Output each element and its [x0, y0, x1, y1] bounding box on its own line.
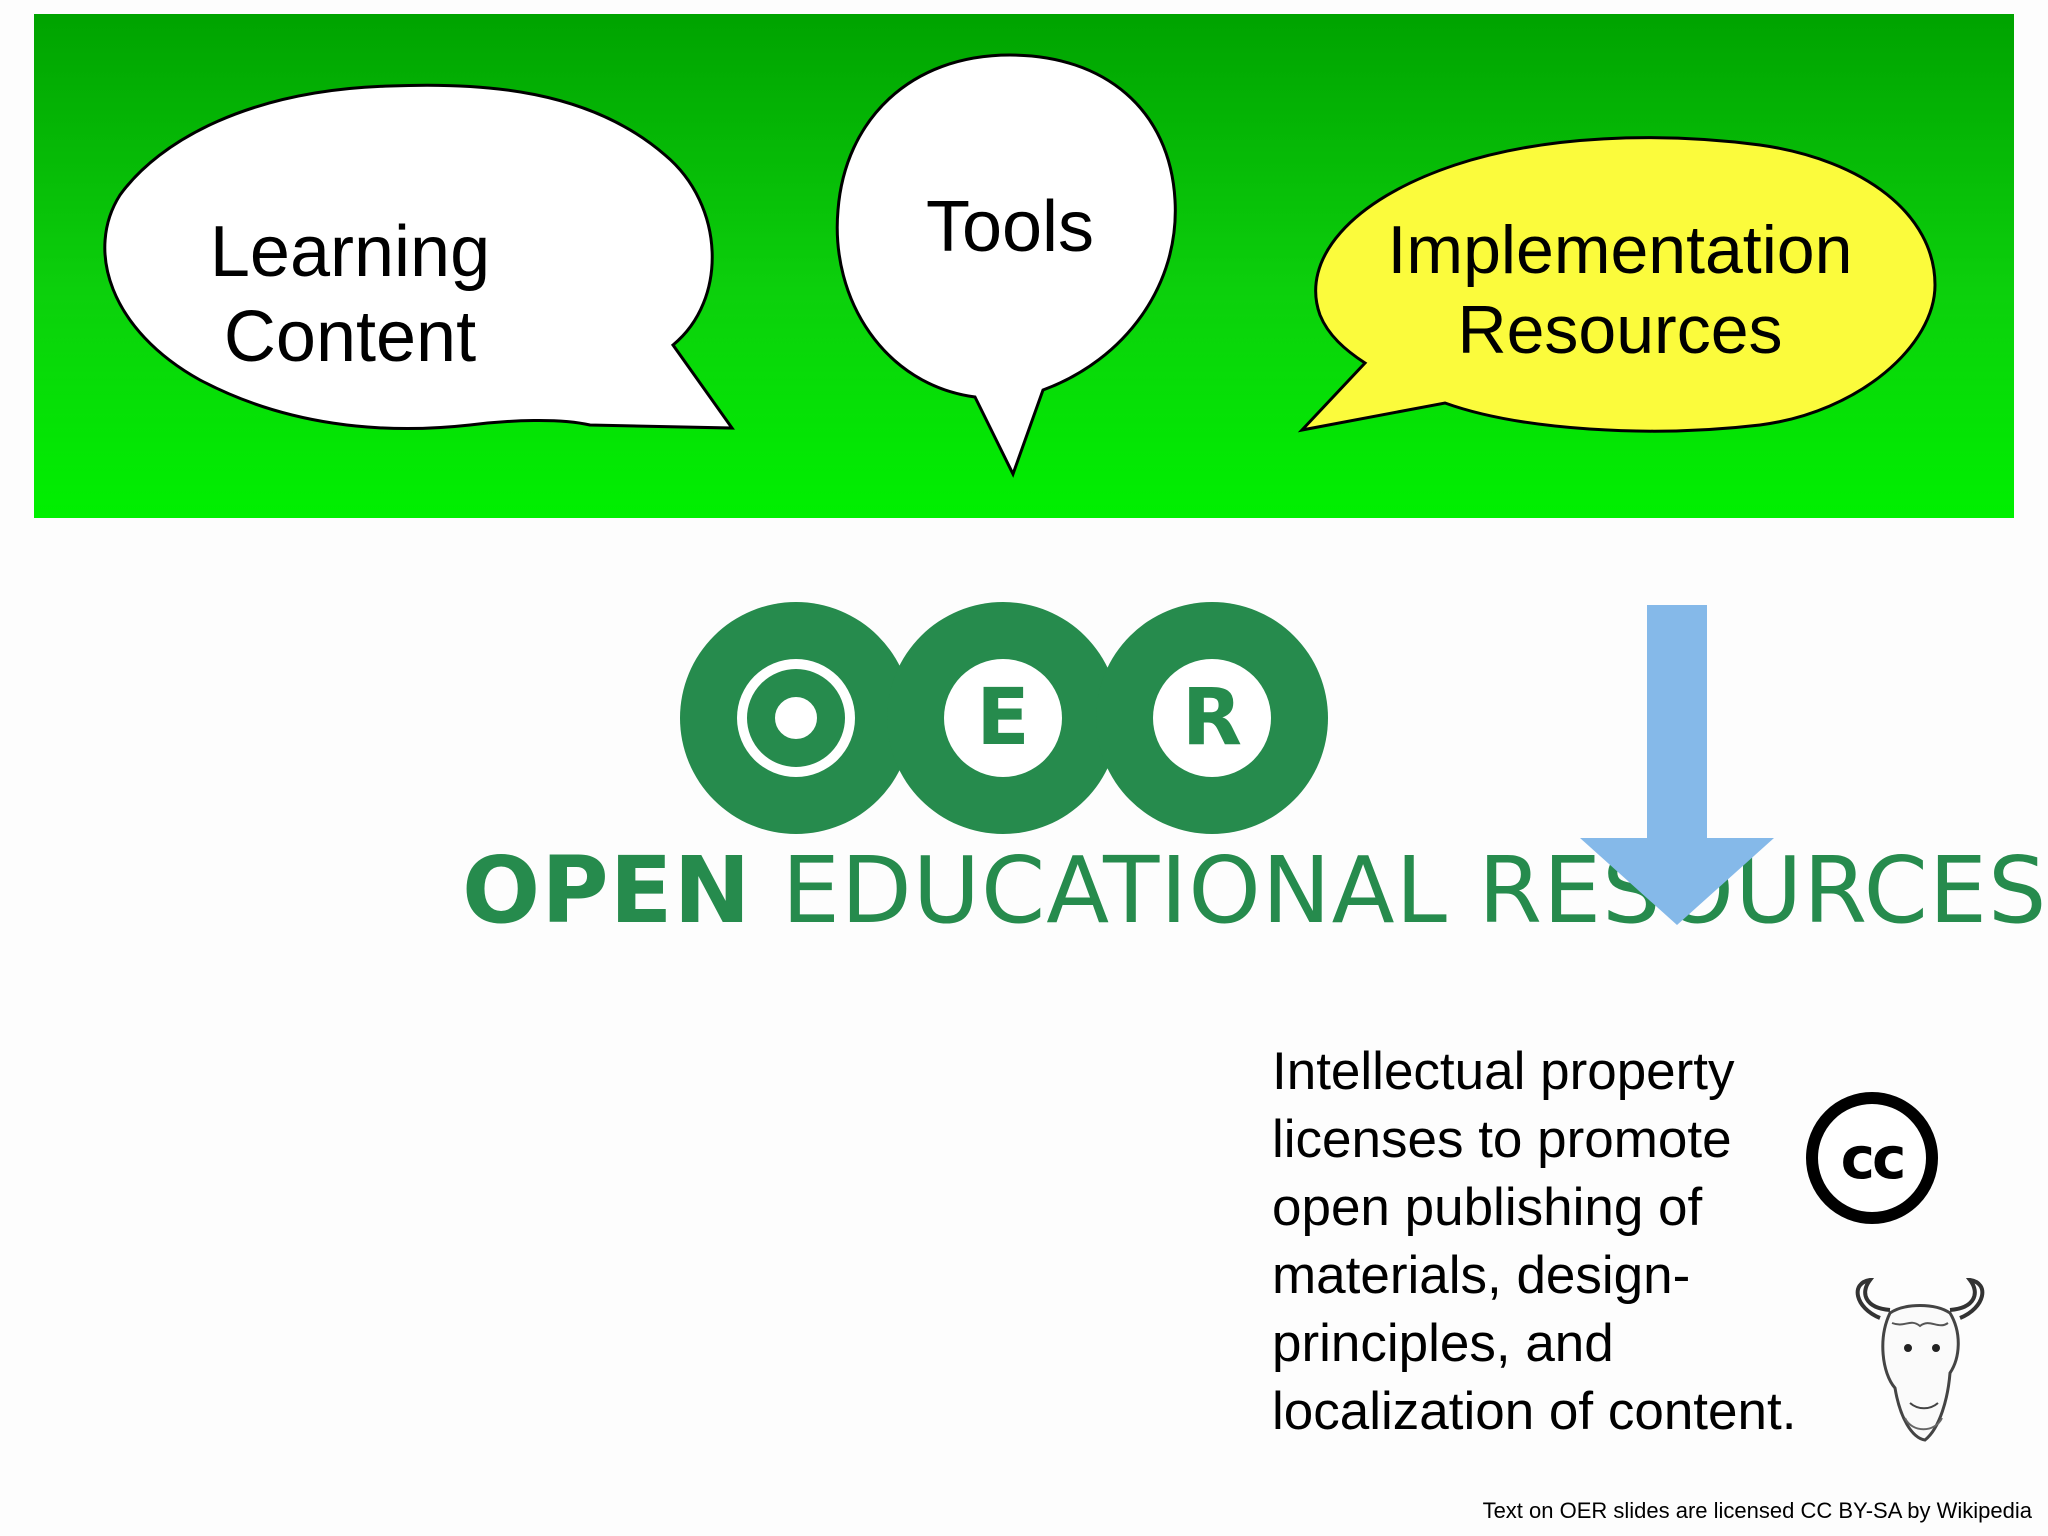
oer-letter-r: R [1153, 659, 1271, 777]
gnu-head-icon [1855, 1278, 1985, 1442]
creative-commons-icon: cc [1806, 1092, 1938, 1224]
license-credit: Text on OER slides are licensed CC BY-SA… [1482, 1498, 2032, 1523]
tools-bubble [835, 53, 1177, 478]
oer-circle-r: R [1096, 602, 1328, 834]
oer-logo: E R OPEN EDUCATIONAL RESOURCES [440, 590, 2046, 960]
oer-circle-e: E [887, 602, 1119, 834]
description-line: licenses to promote [1272, 1110, 1732, 1169]
implementation-label-line: Implementation [1387, 212, 1853, 288]
down-arrow-icon [1580, 605, 1774, 925]
learning-content-label: Learning Content [209, 212, 491, 377]
wordmark-rest: EDUCATIONAL RESOURCES [781, 837, 2048, 944]
description-line: Intellectual property [1272, 1042, 1735, 1101]
resources-label-line: Resources [1457, 292, 1783, 369]
oer-letter-o [737, 659, 855, 777]
o-ring-icon [747, 669, 845, 767]
implementation-resources-label: Implementation Resources [1360, 210, 1880, 370]
oer-letter-e: E [944, 659, 1062, 777]
license-description: Intellectual property licenses to promot… [1272, 1038, 1832, 1446]
description-line: materials, design- [1272, 1246, 1691, 1305]
description-line: principles, and [1272, 1314, 1614, 1373]
description-line: open publishing of [1272, 1178, 1703, 1237]
description-line: localization of content. [1272, 1382, 1797, 1441]
oer-circle-o [680, 602, 912, 834]
wordmark-open: OPEN [462, 837, 752, 944]
oer-wordmark: OPEN EDUCATIONAL RESOURCES [462, 845, 2046, 937]
learning-content-bubble [103, 83, 735, 431]
implementation-resources-bubble [1297, 136, 1937, 433]
tools-label: Tools [925, 187, 1095, 267]
